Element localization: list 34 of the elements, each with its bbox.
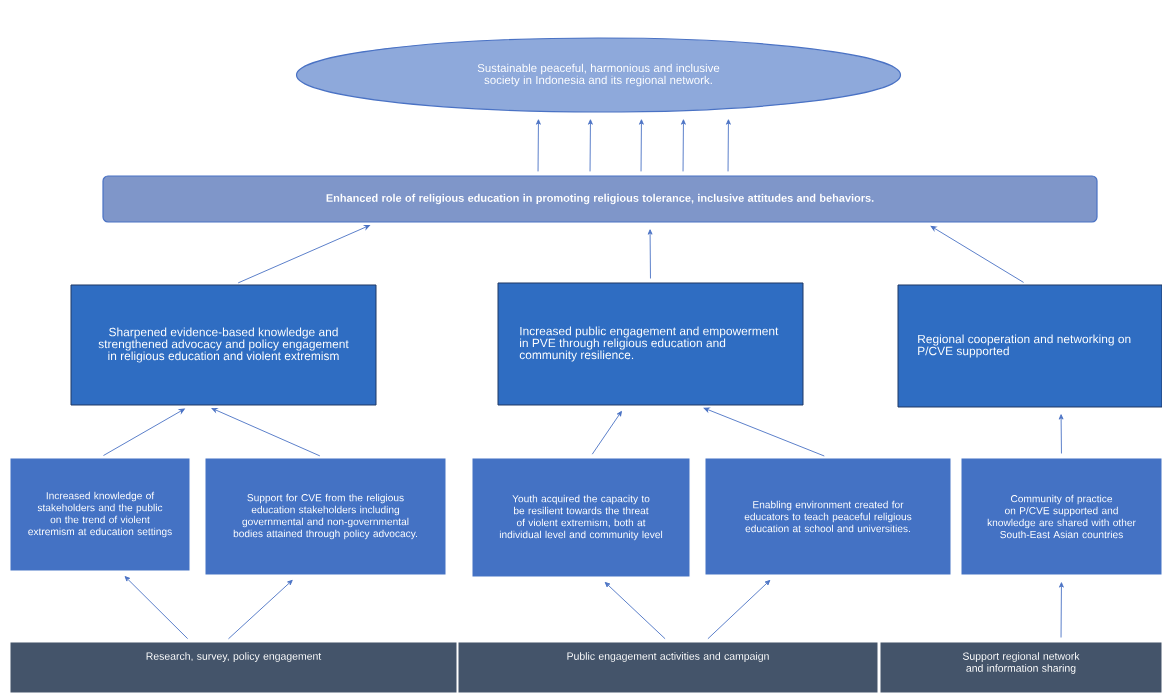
outcome-box: Regional cooperation and networking on P/CVE supported xyxy=(897,284,1162,408)
arrow xyxy=(124,576,189,640)
node-label: Research, survey, policy engagement xyxy=(146,652,322,662)
arrow xyxy=(707,579,771,640)
arrow xyxy=(103,408,185,456)
arrow xyxy=(536,119,541,172)
output-box: Enabling environment created for educators to teach peaceful religious education at school and universities. xyxy=(704,457,952,576)
arrow xyxy=(1059,582,1064,638)
arrow xyxy=(588,119,593,172)
ellipse-node: Sustainable peaceful, harmonious and inclusive society in Indonesia and its regional network. xyxy=(295,37,902,113)
arrow xyxy=(237,225,370,284)
activity-band xyxy=(457,641,879,693)
output-box: Increased knowledge of stakeholders and the public on the trend of violent extremism at education settings xyxy=(9,457,191,572)
outcome-box: Sharpened evidence-based knowledge and strengthened advocacy and policy engagement in religious education and violent extremism xyxy=(70,284,377,406)
outcome-box: Increased public engagement and empowerment in PVE through religious education and community resilience. xyxy=(497,282,804,406)
arrow xyxy=(726,119,731,172)
arrow xyxy=(930,225,1025,283)
arrow xyxy=(681,119,686,172)
arrow xyxy=(1058,414,1064,454)
output-box: Community of practice on P/CVE supported and knowledge are shared with other South-East Asian countries xyxy=(960,457,1162,576)
arrow xyxy=(703,407,825,457)
arrow xyxy=(228,579,293,640)
arrow xyxy=(639,119,644,172)
output-box: Youth acquired the capacity to be resilient towards the threat of violent extremism, both at individual level and community level xyxy=(471,457,691,578)
node-label: Support regional network and information sharing xyxy=(962,652,1080,674)
activity-band xyxy=(879,641,1162,693)
arrow xyxy=(591,410,622,455)
arrow xyxy=(647,229,653,279)
outcome-bar: Enhanced role of religious education in promoting religious tolerance, inclusive attitudes and behaviors. xyxy=(102,175,1098,223)
arrow xyxy=(604,581,666,640)
activity-band xyxy=(9,641,458,693)
output-box: Support for CVE from the religious education stakeholders including governmental and non-governmental bodies attained through policy advocacy. xyxy=(204,457,447,576)
arrow xyxy=(211,407,321,457)
node-label: Public engagement activities and campaign xyxy=(567,652,769,662)
